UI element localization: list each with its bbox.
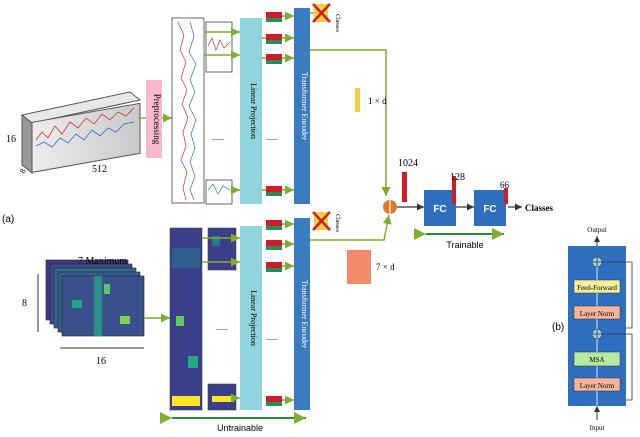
seven-maximum-label: 7 Maximum [78, 256, 127, 267]
bottom-linear-projection [240, 226, 262, 410]
feature-map-stack [45, 259, 145, 337]
bottom-heatmap-strip: ...... [169, 227, 237, 411]
bottom-linear-projection-label: Linear Projection [249, 290, 258, 346]
top-classes-label: Classes [334, 14, 340, 33]
top-patch-dots: ...... [212, 133, 224, 142]
untrainable-label: Untrainable [217, 423, 263, 432]
fc2-box [474, 190, 506, 226]
bottom-tokens: ...... [266, 220, 282, 406]
layer-norm-bottom-label: Layer Norm [580, 382, 615, 390]
top-linear-projection [240, 18, 262, 204]
n128-label: 128 [450, 172, 465, 183]
n66-label: 66 [500, 180, 510, 190]
feature-128-bar [452, 176, 456, 204]
top-transformer-label: Transformer Encoder [300, 72, 309, 141]
panel-b-label: (b) [552, 322, 564, 333]
block-input-label: Input [590, 424, 605, 432]
signal-cuboid [20, 91, 142, 175]
one-by-d-label: 1 × d [368, 96, 387, 106]
encoder-block: Output Feed-Forward Layer Norm MSA Layer… [568, 226, 633, 432]
bottom-classes-label: Classes [334, 214, 340, 233]
feed-forward-label: Feed-Forward [577, 284, 617, 292]
bottom-patch-dots: ...... [216, 323, 228, 332]
dim-8-label: 8 [18, 167, 28, 175]
bottom-transformer-encoder [294, 218, 310, 410]
feature-66-bar [504, 188, 508, 204]
msa-label: MSA [589, 356, 604, 364]
fc2-label: FC [483, 204, 496, 215]
panel-a-label: (a) [2, 214, 14, 225]
bottom-transformer-label: Transformer Encoder [300, 280, 309, 349]
dim-16-bottom-label: 16 [96, 356, 106, 367]
classes-output-label: Classes [525, 203, 553, 213]
top-tokens: ...... [266, 12, 282, 196]
top-token-dots: ...... [266, 133, 278, 142]
top-signal-strip: ...... [171, 17, 233, 205]
top-linear-projection-label: Linear Projection [249, 83, 258, 139]
feature-1024-bar [402, 172, 407, 202]
fc1-label: FC [433, 204, 446, 215]
layer-norm-top-label: Layer Norm [580, 310, 615, 318]
dim-8-bottom-label: 8 [22, 298, 27, 309]
top-1xd-bar [355, 88, 360, 112]
block-output-label: Output [587, 226, 607, 234]
seven-by-d-label: 7 × d [376, 262, 395, 272]
n1024-label: 1024 [398, 158, 418, 169]
top-transformer-encoder [294, 8, 310, 204]
dim-16-label: 16 [6, 134, 16, 145]
preprocessing-label: Preprocessing [152, 94, 162, 145]
bottom-token-dots: ...... [266, 333, 278, 342]
preprocessing-box [146, 80, 162, 158]
trainable-label: Trainable [446, 240, 483, 250]
dim-512-label: 512 [92, 164, 107, 175]
fc1-box [424, 190, 456, 226]
bottom-7xd-box [347, 250, 371, 284]
